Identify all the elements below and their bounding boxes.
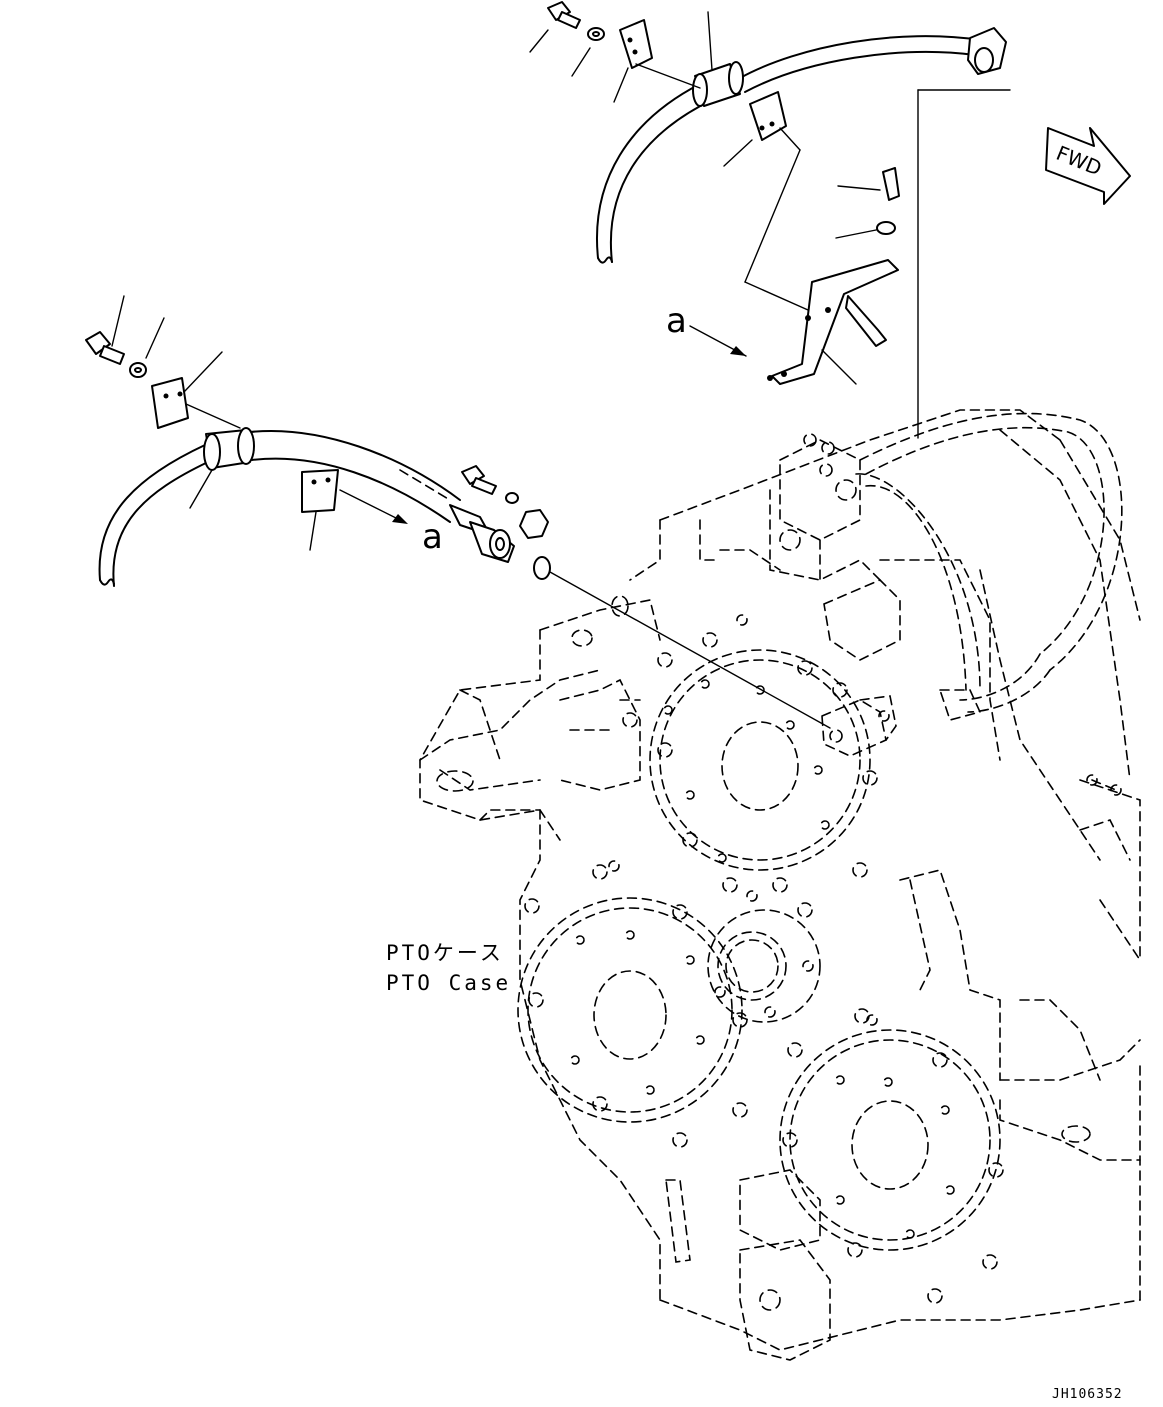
left-bolt [85,295,125,365]
pto-case [419,409,1141,1361]
left-clamp-bracket [151,351,241,509]
left-lower-clip [301,469,408,551]
flange-bolt [461,465,831,729]
reference-a-lower: a [422,517,443,557]
pto-case-label-jp: PTOケース [386,941,504,965]
drawing-code: JH106352 [1052,1387,1123,1402]
left-washer [129,317,165,378]
upper-lower-clip [723,91,809,311]
upper-hose [596,27,1007,264]
fwd-arrow-icon: FWD [1045,127,1131,205]
upper-washer [571,27,605,77]
support-bracket [689,167,900,385]
upper-bolt [529,1,581,53]
reference-a-upper: a [666,301,687,341]
upper-clamp-bracket [613,11,713,103]
pto-case-label-en: PTO Case [386,971,511,995]
